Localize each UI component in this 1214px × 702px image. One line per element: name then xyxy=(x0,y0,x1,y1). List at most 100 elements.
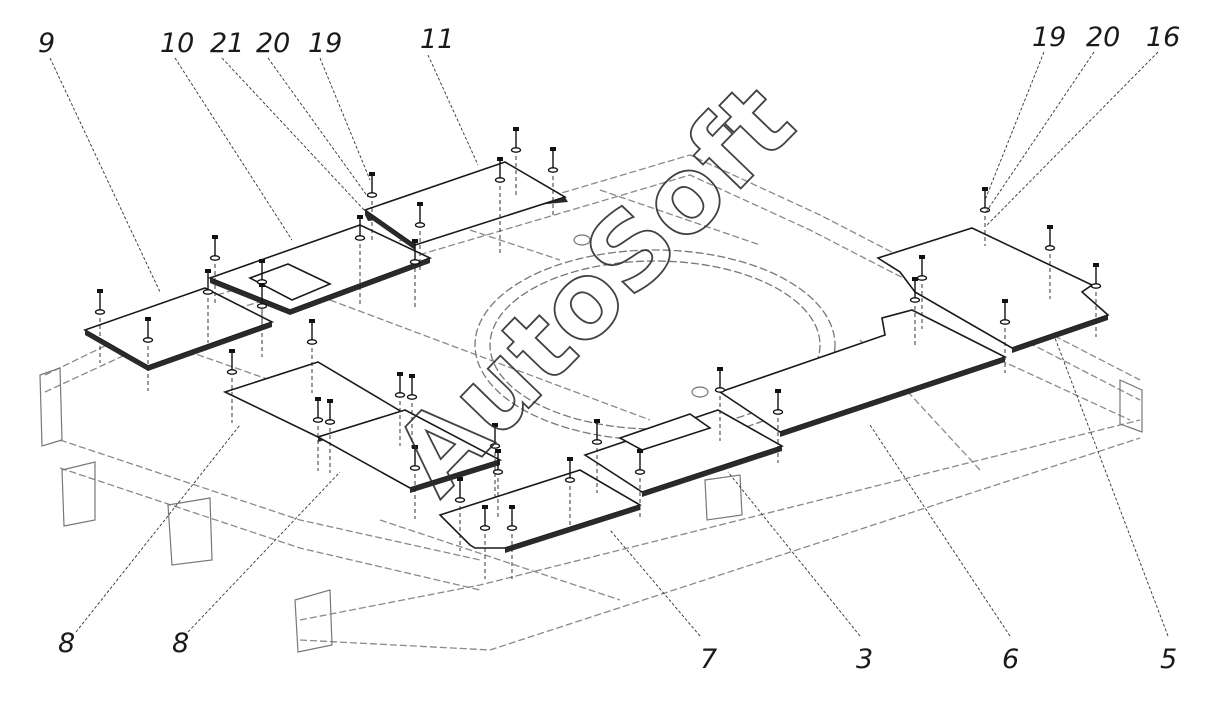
washer xyxy=(306,339,318,345)
bolt-head xyxy=(567,457,573,461)
bolt-head xyxy=(912,277,918,281)
bolt-head xyxy=(205,269,211,273)
callout-20: 20 xyxy=(256,28,290,59)
washer xyxy=(510,147,522,153)
washer xyxy=(256,303,268,309)
panel-8b xyxy=(315,409,503,493)
bolt-head xyxy=(369,172,375,176)
bolt-head xyxy=(1093,263,1099,267)
bolt-head xyxy=(637,449,643,453)
bolt-head xyxy=(1002,299,1008,303)
bolt-group xyxy=(94,127,1102,579)
bolt-head xyxy=(550,147,556,151)
washer xyxy=(324,419,336,425)
bolt-head xyxy=(412,445,418,449)
callout-8-left: 8 xyxy=(58,628,75,659)
washer xyxy=(1090,283,1102,289)
washer xyxy=(354,235,366,241)
panel-11 xyxy=(363,161,568,250)
bolt-head xyxy=(594,419,600,423)
washer xyxy=(1044,245,1056,251)
bolt-head xyxy=(919,255,925,259)
bolt-head xyxy=(509,505,515,509)
washer xyxy=(226,369,238,375)
washer xyxy=(506,525,518,531)
washer xyxy=(209,255,221,261)
panel-3-cover xyxy=(618,413,712,451)
washer xyxy=(312,417,324,423)
callout-21: 21 xyxy=(210,28,244,59)
washer xyxy=(202,289,214,295)
washer xyxy=(94,309,106,315)
callout-19-right: 19 xyxy=(1032,22,1066,53)
bolt-head xyxy=(982,187,988,191)
washer xyxy=(999,319,1011,325)
bolt-head xyxy=(497,157,503,161)
callouts: 9 10 21 20 19 11 19 20 16 8 8 7 3 6 5 xyxy=(38,22,1180,675)
washer xyxy=(409,465,421,471)
washer xyxy=(916,275,928,281)
bolt-head xyxy=(412,239,418,243)
washer xyxy=(909,297,921,303)
callout-5: 5 xyxy=(1160,644,1177,675)
panel-5 xyxy=(876,227,1110,353)
washer xyxy=(409,259,421,265)
bolt-head xyxy=(97,289,103,293)
bolt-head xyxy=(259,283,265,287)
washer xyxy=(591,439,603,445)
washer xyxy=(454,497,466,503)
panel-3 xyxy=(583,409,784,497)
leader-lines xyxy=(49,51,1169,637)
callout-11: 11 xyxy=(420,24,454,55)
bolt-head xyxy=(1047,225,1053,229)
bolt-head xyxy=(495,449,501,453)
washer xyxy=(979,207,991,213)
bolt-head xyxy=(417,202,423,206)
bolt-head xyxy=(775,389,781,393)
bolt-head xyxy=(327,399,333,403)
callout-16: 16 xyxy=(1146,22,1180,53)
bolt-head xyxy=(492,423,498,427)
bolt-head xyxy=(357,215,363,219)
panel-9 xyxy=(83,287,275,371)
bolt-head xyxy=(513,127,519,131)
washer xyxy=(366,192,378,198)
callout-20-right: 20 xyxy=(1086,22,1120,53)
callout-7: 7 xyxy=(700,644,717,675)
chassis-frame xyxy=(39,154,1143,653)
panel-10-hatch xyxy=(248,263,332,301)
bolt-head xyxy=(315,397,321,401)
bolt-head xyxy=(397,372,403,376)
washer xyxy=(414,222,426,228)
bolt-head xyxy=(145,317,151,321)
bolt-head xyxy=(717,367,723,371)
washer xyxy=(394,392,406,398)
callout-10: 10 xyxy=(160,28,194,59)
bolt-head xyxy=(309,319,315,323)
washer xyxy=(142,337,154,343)
washer xyxy=(494,177,506,183)
bolt-head xyxy=(212,235,218,239)
washer xyxy=(489,443,501,449)
bolt-head xyxy=(482,505,488,509)
washer xyxy=(492,469,504,475)
callout-3: 3 xyxy=(856,644,873,675)
panel-6 xyxy=(718,309,1008,437)
panel-10 xyxy=(207,224,433,315)
washer xyxy=(547,167,559,173)
washer xyxy=(406,394,418,400)
washer xyxy=(564,477,576,483)
bolt-head xyxy=(259,259,265,263)
washer xyxy=(634,469,646,475)
washer xyxy=(772,409,784,415)
callout-19: 19 xyxy=(308,28,342,59)
callout-8-right: 8 xyxy=(172,628,189,659)
callout-6: 6 xyxy=(1002,644,1019,675)
callout-9: 9 xyxy=(38,28,55,59)
washer xyxy=(714,387,726,393)
bolt-head xyxy=(229,349,235,353)
washer xyxy=(479,525,491,531)
bolt-head xyxy=(409,374,415,378)
